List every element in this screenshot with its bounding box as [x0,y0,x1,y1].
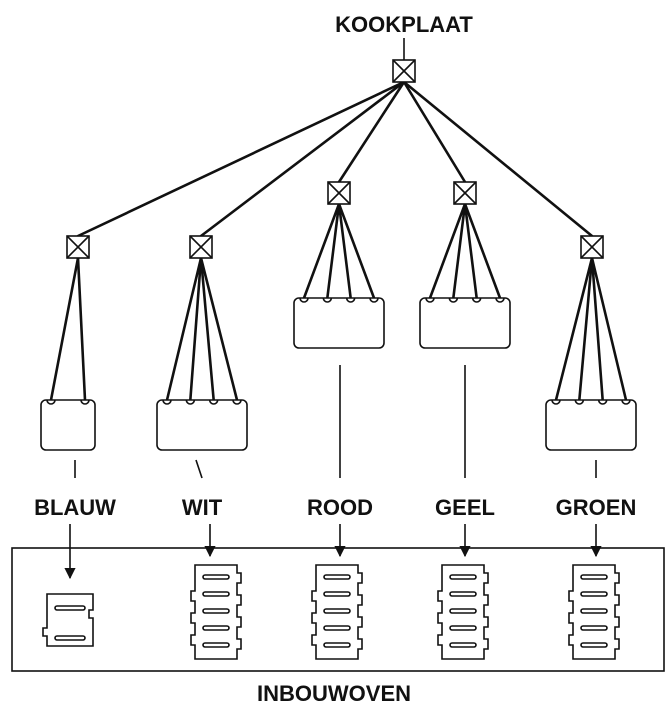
branch-wire [578,256,594,402]
branch-wire [428,202,467,300]
branch-wire [189,256,203,402]
branch-wire [452,202,467,300]
main-wire-groen [402,80,594,238]
main-wire-blauw [76,80,406,238]
plug-icon [419,297,511,349]
connector-label-rood: ROOD [307,495,373,520]
branch-wit: WIT [156,235,248,558]
plug-icon [40,399,96,451]
branch-wire [302,202,341,300]
junction-icon [453,181,477,205]
junction-icon [580,235,604,259]
branch-wire [337,202,352,300]
hob-title: KOOKPLAAT [335,12,473,37]
branch-wire [199,256,215,402]
branch-groen: GROEN [545,235,637,558]
socket-icon-geel [437,564,489,660]
branch-wire [49,256,80,402]
branch-wire [463,202,478,300]
oven-sockets [42,564,620,660]
main-wire-rood [337,80,406,184]
connector-label-geel: GEEL [435,495,495,520]
branch-wire [554,256,594,402]
socket-icon-wit [190,564,242,660]
branch-rood: ROOD [293,181,385,558]
branch-wire [165,256,203,402]
main-wire-geel [402,80,467,184]
connector-label-wit: WIT [182,495,223,520]
branch-wire [326,202,341,300]
socket-icon-rood [311,564,363,660]
branch-wire [337,202,376,300]
branch-wire [76,256,87,402]
main-wires [76,80,594,238]
main-wire-wit [199,80,406,238]
plug-icon [293,297,385,349]
oven-title: INBOUWOVEN [257,681,411,706]
branch-blauw: BLAUW [34,235,116,580]
connector-label-blauw: BLAUW [34,495,116,520]
plug-icon [545,399,637,451]
branch-wire [463,202,502,300]
junction-icon [66,235,90,259]
socket-icon-blauw [42,593,94,647]
hob-junction-icon [392,59,416,83]
junction-icon [189,235,213,259]
branch-wire [590,256,604,402]
lead-line [195,459,203,479]
connector-branches: BLAUW WIT ROOD GEEL GROEN [34,181,637,580]
branch-geel: GEEL [419,181,511,558]
connector-label-groen: GROEN [556,495,637,520]
branch-wire [199,256,239,402]
socket-icon-groen [568,564,620,660]
plug-icon [156,399,248,451]
oven-frame [11,547,665,672]
junction-icon [327,181,351,205]
branch-wire [590,256,628,402]
